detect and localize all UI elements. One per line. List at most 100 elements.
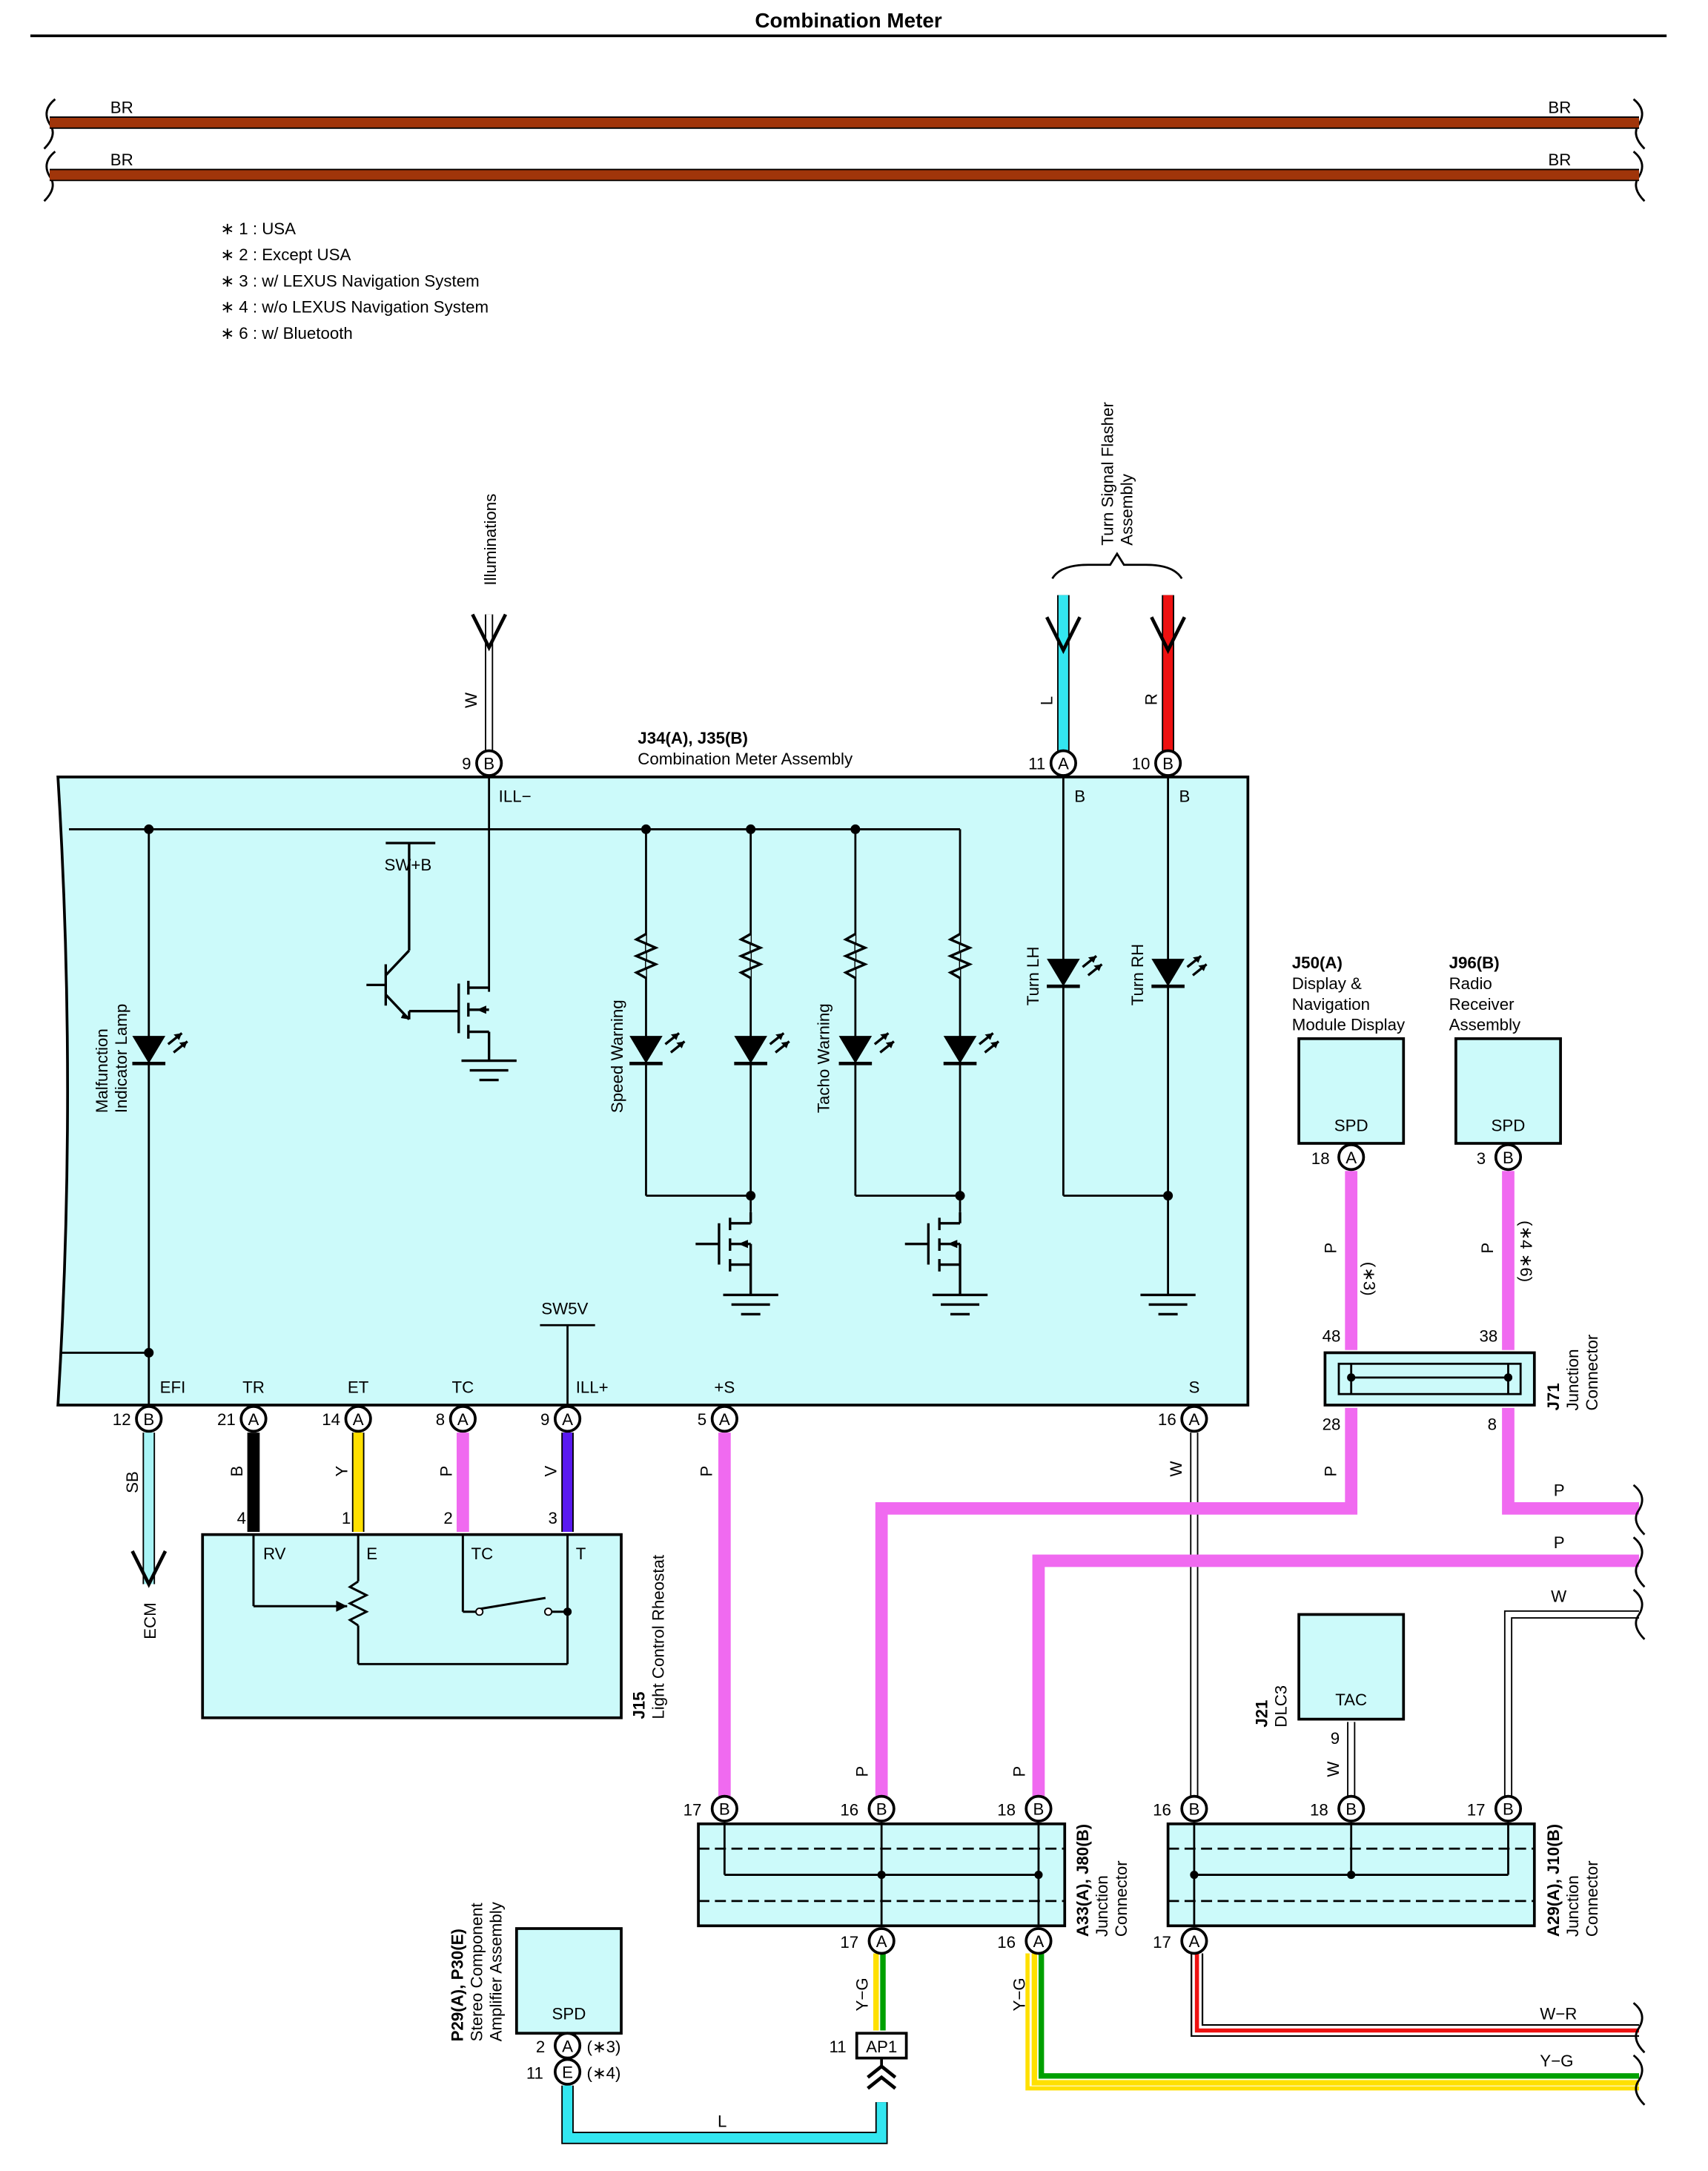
terminal-pin: 11 bbox=[1028, 755, 1045, 773]
terminal-meter-s: A16 bbox=[1158, 1405, 1208, 1433]
terminal-p29-e: E bbox=[553, 2058, 582, 2086]
j96-term: SPD bbox=[1492, 1116, 1526, 1134]
terminal-letter: A bbox=[562, 2037, 573, 2055]
light-control-rheostat: 4 1 2 3 RV E TC T J15 Light Control Rh bbox=[201, 1509, 668, 1719]
j96-radio-receiver: J96(B) Radio Receiver Assembly SPD 3 bbox=[1449, 954, 1562, 1168]
a33-code: A33(A), J80(B) bbox=[1073, 1824, 1092, 1937]
a33-18-wire-color: P bbox=[1010, 1766, 1028, 1777]
rheo-pin-1: 1 bbox=[342, 1509, 351, 1527]
a29-top-pin-18: 18 bbox=[1310, 1801, 1328, 1820]
led-icon bbox=[838, 1032, 895, 1065]
j21-pin: 9 bbox=[1331, 1729, 1340, 1748]
lower-wires: Y−G Y−G Y−G W−R bbox=[853, 1953, 1646, 2106]
a29-top-pin-16: 16 bbox=[1153, 1801, 1171, 1820]
j71-28-wire-color: P bbox=[1321, 1466, 1340, 1477]
plus-s-label: +S bbox=[714, 1378, 735, 1396]
rheo-term-e: E bbox=[366, 1544, 377, 1563]
turn-flasher: Turn Signal Flasher Assembly L R bbox=[1038, 402, 1186, 751]
j50-pin: 18 bbox=[1311, 1149, 1330, 1168]
meter-code: J34(A), J35(B) bbox=[638, 729, 748, 747]
j21-wire-color: W bbox=[1324, 1762, 1343, 1777]
a29-code: A29(A), J10(B) bbox=[1544, 1824, 1563, 1937]
speed-warning-label: Speed Warning bbox=[608, 999, 626, 1113]
ecm-label: ECM bbox=[141, 1602, 159, 1639]
terminal-pin: 12 bbox=[113, 1410, 131, 1429]
terminal-pin: 8 bbox=[436, 1410, 445, 1429]
mil-label-1: Malfunction bbox=[93, 1028, 111, 1113]
j71-pin-28: 28 bbox=[1323, 1415, 1341, 1433]
j96-line2: Receiver bbox=[1449, 995, 1515, 1014]
sw5v-label: SW5V bbox=[541, 1299, 588, 1318]
rheo-term-t: T bbox=[576, 1544, 586, 1563]
led-icon bbox=[943, 1032, 1000, 1065]
tc-label: TC bbox=[452, 1378, 474, 1396]
j50-line3: Module Display bbox=[1292, 1016, 1406, 1034]
terminal-letter: B bbox=[1188, 1800, 1199, 1819]
terminal-meter-turn-rh: B10 bbox=[1132, 749, 1182, 777]
terminal-meter-tr: A21 bbox=[217, 1405, 268, 1433]
j71-pin-8: 8 bbox=[1488, 1415, 1497, 1433]
a33-17-wire-color: Y−G bbox=[853, 1977, 872, 2011]
terminal-pin: 21 bbox=[217, 1410, 236, 1429]
terminal-letter: E bbox=[562, 2063, 573, 2082]
ill-plus-label: ILL+ bbox=[576, 1378, 609, 1396]
wr-right-label: W−R bbox=[1540, 2005, 1577, 2023]
j96-pin: 3 bbox=[1477, 1149, 1486, 1168]
turn-rh-label: Turn RH bbox=[1128, 944, 1147, 1005]
terminal-a29-16: B bbox=[1180, 1794, 1208, 1823]
j71-pin-48: 48 bbox=[1323, 1327, 1341, 1346]
swb-label: SW+B bbox=[384, 856, 431, 874]
sb-wire-color: SB bbox=[123, 1471, 142, 1493]
ap1-pin: 11 bbox=[830, 2038, 847, 2056]
terminal-meter-et: A14 bbox=[322, 1405, 372, 1433]
yg-right-label: Y−G bbox=[1540, 2052, 1573, 2070]
j96-line3: Assembly bbox=[1449, 1016, 1521, 1034]
br-label-3: BR bbox=[110, 151, 133, 169]
a29-top-pin-17: 17 bbox=[1467, 1801, 1486, 1820]
rheo-pin-3: 3 bbox=[549, 1509, 557, 1527]
ap1-connector: AP1 11 bbox=[830, 2032, 908, 2090]
led-icon bbox=[1151, 955, 1208, 988]
j50-term: SPD bbox=[1334, 1116, 1368, 1134]
notes-list: ∗ 1 : USA ∗ 2 : Except USA ∗ 3 : w/ LEXU… bbox=[220, 219, 489, 343]
terminal-letter: B bbox=[143, 1410, 154, 1429]
terminal-letter: B bbox=[483, 755, 494, 773]
j71-code: J71 bbox=[1544, 1383, 1563, 1410]
j71-pin-38: 38 bbox=[1479, 1327, 1497, 1346]
j50-code: J50(A) bbox=[1292, 954, 1343, 972]
v-wire-color: V bbox=[542, 1466, 560, 1477]
led-icon bbox=[132, 1032, 188, 1065]
terminal-letter: A bbox=[562, 1410, 573, 1429]
p29-note-3: (∗3) bbox=[587, 2038, 621, 2056]
terminal-j96-spd: B bbox=[1494, 1143, 1523, 1172]
ill-minus-label: ILL− bbox=[499, 787, 532, 805]
terminal-meter-ill-plus: A9 bbox=[540, 1405, 582, 1433]
p29-name-1: Stereo Component bbox=[467, 1903, 486, 2042]
j96-note: (∗4 ∗6) bbox=[1517, 1220, 1535, 1282]
mosfets bbox=[695, 1212, 1196, 1316]
rheo-term-rv: RV bbox=[263, 1544, 286, 1563]
a29-name-2: Connector bbox=[1583, 1860, 1601, 1937]
junction-dots bbox=[144, 824, 1174, 1358]
j96-line1: Radio bbox=[1449, 974, 1492, 993]
p29-name-2: Amplifier Assembly bbox=[486, 1901, 505, 2041]
a33-16-wire-color: P bbox=[853, 1766, 872, 1777]
j71-wiring: P (∗3) P (∗4 ∗6) 48 38 28 8 J71 Junction… bbox=[853, 1171, 1646, 1798]
terminal-meter-plus-s: A5 bbox=[698, 1405, 738, 1433]
turn-flasher-line1: Turn Signal Flasher bbox=[1098, 402, 1116, 546]
terminal-pin: 5 bbox=[698, 1410, 706, 1429]
p-wire-color-s: P bbox=[698, 1466, 716, 1477]
terminal-letter: B bbox=[1345, 1800, 1357, 1819]
turn-b-label-1: B bbox=[1074, 787, 1085, 805]
terminal-meter-efi: B 12 bbox=[113, 1405, 163, 1433]
terminal-a33-b16: A bbox=[1025, 1927, 1053, 1955]
terminal-pin: 9 bbox=[540, 1410, 549, 1429]
turn-flasher-line2: Assembly bbox=[1117, 473, 1136, 545]
terminal-letter: B bbox=[1033, 1800, 1045, 1819]
terminal-p29-a: A bbox=[553, 2032, 582, 2060]
a33-top-pin-16: 16 bbox=[840, 1801, 858, 1820]
b-wire-color: B bbox=[228, 1466, 246, 1477]
p29-code: P29(A), P30(E) bbox=[448, 1929, 466, 2041]
